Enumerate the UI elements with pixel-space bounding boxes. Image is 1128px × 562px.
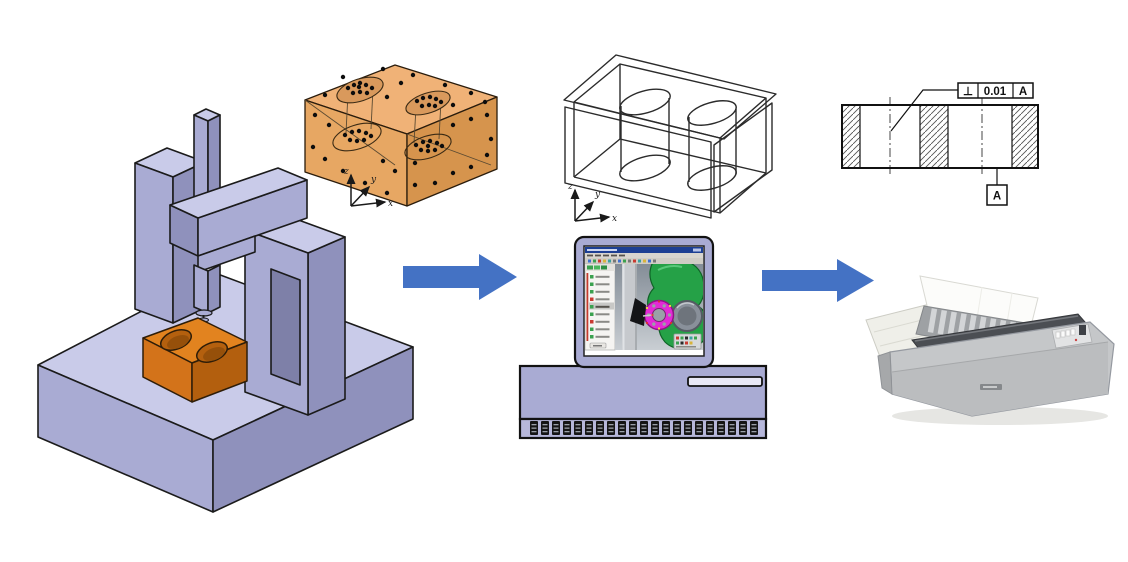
perpendicularity-symbol: ⊥ bbox=[963, 86, 973, 98]
menu-bar[interactable] bbox=[585, 253, 703, 258]
feature-control-frame: ⊥ 0.01 A bbox=[890, 82, 1034, 132]
tolerance-value: 0.01 bbox=[984, 86, 1007, 98]
printer-control-panel[interactable] bbox=[1051, 323, 1093, 349]
substitute-geometry-wireframe bbox=[563, 54, 777, 219]
magenta-flange-render bbox=[643, 299, 675, 331]
block-side-face bbox=[406, 96, 498, 207]
cmm-workpiece bbox=[142, 317, 248, 403]
keyboard-keys bbox=[530, 421, 758, 435]
workpiece-hole bbox=[159, 329, 193, 351]
datum-label: A bbox=[993, 191, 1001, 203]
dot-matrix-printer bbox=[865, 275, 1115, 425]
cmm-right-column bbox=[244, 213, 346, 416]
computer-base bbox=[518, 364, 768, 421]
cad-software-screen bbox=[585, 247, 703, 351]
y-axis-label: y bbox=[594, 190, 601, 200]
toolbar-icons[interactable] bbox=[588, 259, 656, 263]
measurement-dots bbox=[310, 66, 494, 196]
flow-arrow-right-icon bbox=[762, 259, 874, 302]
x-axis-label: x bbox=[612, 214, 617, 224]
view-control-overlay[interactable] bbox=[673, 333, 702, 350]
hatched-band bbox=[1011, 104, 1039, 169]
y-axis-label: y bbox=[370, 175, 377, 185]
tree-rows[interactable] bbox=[590, 275, 610, 339]
fitted-cylinder bbox=[687, 100, 737, 191]
y-axis-arrow bbox=[350, 185, 371, 207]
measured-points-block bbox=[304, 64, 498, 207]
bore-render bbox=[671, 300, 703, 332]
hatched-band bbox=[841, 104, 861, 169]
x-axis-arrow bbox=[350, 198, 387, 208]
probe-render bbox=[630, 298, 654, 326]
z-axis-label: z bbox=[567, 182, 573, 192]
hatched-band bbox=[919, 104, 949, 169]
panel-display bbox=[1079, 325, 1086, 335]
datum-reference: A bbox=[1019, 86, 1027, 98]
fitted-cylinder bbox=[619, 88, 671, 182]
axes-triad: z y x bbox=[343, 167, 393, 209]
printer-badge bbox=[980, 384, 1002, 390]
cmm-quill-lower bbox=[193, 264, 221, 314]
workpiece-hole bbox=[195, 341, 229, 363]
cmm-base bbox=[37, 272, 414, 513]
leader-line bbox=[890, 89, 958, 132]
z-axis-label: z bbox=[343, 167, 349, 177]
axes-triad: z y x bbox=[567, 182, 617, 224]
machine-pillar-render bbox=[622, 264, 637, 350]
fitted-planes bbox=[563, 54, 777, 219]
flow-arrow-left-icon bbox=[403, 254, 517, 300]
part-section-view bbox=[841, 104, 1039, 169]
status-strip bbox=[586, 273, 589, 341]
gdt-drawing: ⊥ 0.01 A A bbox=[841, 82, 1039, 206]
window-buttons[interactable] bbox=[693, 248, 701, 252]
x-axis-label: x bbox=[388, 199, 393, 209]
centerlines bbox=[889, 97, 983, 176]
y-axis-arrow bbox=[574, 200, 595, 222]
cmm-crossbeam bbox=[169, 167, 308, 273]
power-led bbox=[1074, 338, 1078, 342]
feature-tree-panel[interactable] bbox=[585, 263, 616, 351]
printer-shadow bbox=[892, 407, 1108, 425]
datum-feature-symbol: A bbox=[986, 168, 1008, 206]
title-bar bbox=[585, 247, 703, 253]
cmm-machine-illustration bbox=[37, 108, 414, 513]
disk-slot bbox=[687, 376, 763, 387]
computer-workstation bbox=[518, 235, 768, 440]
x-axis-arrow bbox=[574, 213, 611, 223]
